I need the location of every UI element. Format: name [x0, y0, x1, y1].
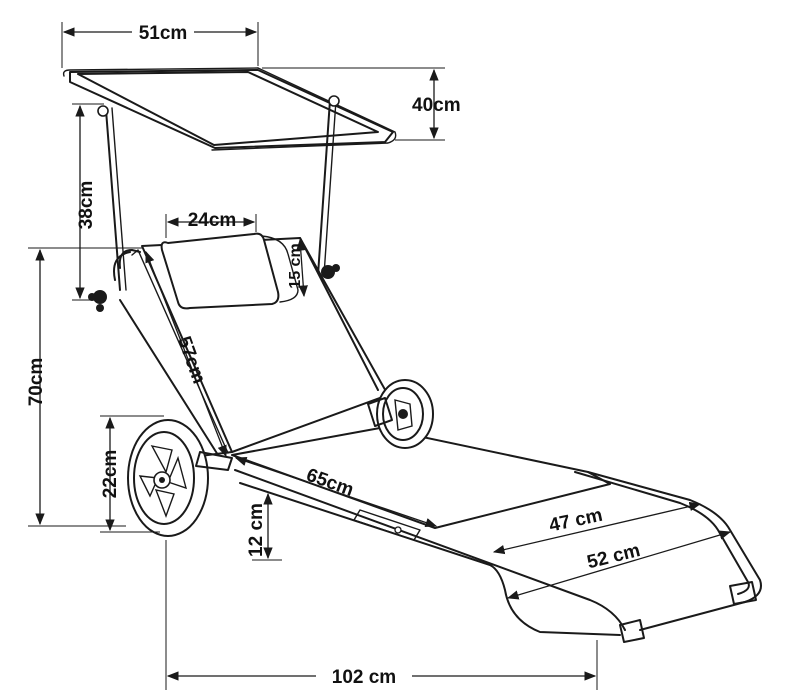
label-canopy-height: 40cm [412, 95, 461, 116]
seat [199, 427, 762, 643]
knob-icon [328, 95, 340, 107]
dimension-lines [28, 22, 732, 690]
label-canopy-width: 51cm [139, 23, 188, 44]
lounger-illustration [62, 67, 762, 643]
canopy [62, 67, 397, 151]
label-pillow-height: 15 cm [287, 243, 304, 288]
label-foot-width-outer: 52 cm [585, 540, 642, 573]
label-total-height: 70cm [26, 358, 47, 407]
label-foot-width-inner: 47 cm [547, 505, 604, 537]
label-pole-height: 38cm [76, 181, 97, 230]
label-wheel-height: 22cm [100, 450, 121, 499]
clamp-knob-icon [88, 290, 107, 312]
knob-icon [97, 105, 109, 117]
label-ground-clearance: 12 cm [246, 503, 267, 557]
label-total-length: 102 cm [332, 667, 396, 688]
canopy-poles [88, 95, 340, 312]
label-pillow-width: 24cm [188, 210, 237, 231]
rear-wheel [127, 419, 233, 537]
clamp-knob-icon [321, 264, 340, 279]
front-wheel [367, 379, 434, 449]
